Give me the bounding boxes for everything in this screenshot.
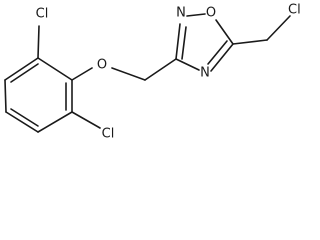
bond-benz-2 — [4, 79, 7, 113]
bond-benz-1 — [4, 57, 39, 81]
bond-benz-4 — [37, 111, 73, 133]
molecule-diagram: Cl Cl O O N N Cl — [4, 3, 301, 142]
bond-cl-bottom — [71, 111, 101, 129]
atom-ring-n-top: N — [176, 6, 186, 21]
atom-cl-bottom: Cl — [102, 127, 115, 142]
bond-o-ch2 — [111, 67, 146, 81]
atom-ether-o: O — [97, 58, 107, 73]
atom-cl-top-left: Cl — [36, 7, 49, 22]
bond-c5-ch2 — [232, 39, 268, 45]
bond-benz-6 — [37, 57, 73, 81]
bond-c3-n2 — [175, 23, 181, 60]
bond-aryl-o — [71, 67, 93, 81]
bond-c3-n2-double — [181, 26, 187, 60]
atom-cl-top-right: Cl — [288, 3, 301, 18]
bond-ch2-ring — [144, 58, 177, 81]
atom-ring-n-bottom: N — [200, 66, 210, 81]
bond-o1-c5 — [215, 19, 234, 45]
structure-canvas: Cl Cl O O N N Cl — [4, 3, 301, 142]
bond-benz-3 — [5, 111, 39, 133]
bond-benz-double-1 — [10, 63, 39, 83]
bond-benz-double-2 — [10, 108, 39, 127]
bond-c5-n4 — [210, 43, 234, 72]
bond-n2-o1 — [186, 13, 206, 17]
bond-ch2-cl — [266, 15, 291, 41]
bond-n4-c3 — [175, 58, 200, 71]
atom-ring-o: O — [206, 6, 216, 21]
bond-c5-n4-double — [207, 40, 228, 65]
bond-cl-top-left — [37, 25, 40, 59]
